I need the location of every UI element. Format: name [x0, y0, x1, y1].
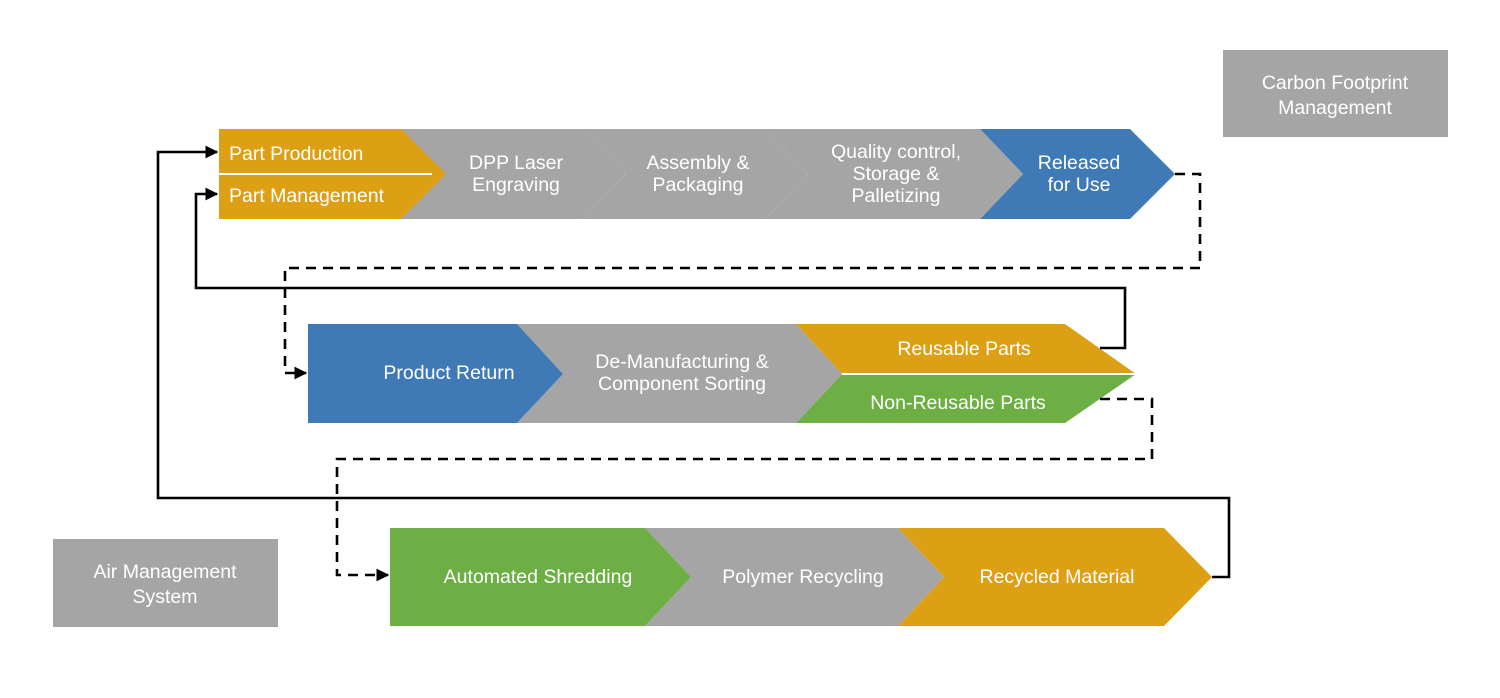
- demanufacturing-label-line1: De-Manufacturing &: [595, 351, 768, 373]
- released-to-return-connector: [283, 172, 1202, 380]
- non-reusable-to-shredding-connector: [335, 397, 1154, 582]
- reusable-parts-label: Reusable Parts: [897, 338, 1031, 360]
- row-return: Product Return De-Manufacturing & Compon…: [308, 324, 1136, 423]
- connectors: [156, 145, 1231, 582]
- polymer-recycling-label: Polymer Recycling: [722, 566, 883, 588]
- quality-control-chevron: [765, 129, 1023, 219]
- dpp-laser-chevron: [401, 129, 626, 219]
- part-production-label: Part Production: [229, 143, 363, 165]
- product-return-chevron: [308, 324, 563, 423]
- assembly-label-line1: Assembly &: [647, 152, 750, 174]
- quality-label-line2: Storage &: [853, 163, 940, 185]
- dpp-laser-label-line1: DPP Laser: [469, 152, 563, 174]
- carbon-footprint-label-line1: Carbon Footprint: [1262, 72, 1409, 94]
- polymer-recycling-chevron: [645, 528, 944, 626]
- released-label-line2: for Use: [1048, 174, 1111, 196]
- quality-label-line1: Quality control,: [831, 141, 961, 163]
- air-management-label-line1: Air Management: [93, 561, 237, 583]
- assembly-label-line2: Packaging: [652, 174, 743, 196]
- product-return-label: Product Return: [383, 362, 514, 384]
- automated-shredding-label: Automated Shredding: [444, 566, 633, 588]
- non-reusable-parts-label: Non-Reusable Parts: [870, 392, 1046, 414]
- recycled-to-part-production-connector: [156, 145, 1231, 579]
- released-for-use-chevron: [980, 129, 1175, 219]
- released-label-line1: Released: [1038, 152, 1120, 174]
- demanufacturing-label-line2: Component Sorting: [598, 373, 766, 395]
- air-management-box: Air Management System: [53, 539, 278, 627]
- part-management-label: Part Management: [229, 185, 385, 207]
- dpp-laser-label-line2: Engraving: [472, 174, 560, 196]
- automated-shredding-chevron: [390, 528, 691, 626]
- reusable-to-part-management-connector: [194, 187, 1127, 350]
- recycled-material-label: Recycled Material: [980, 566, 1135, 588]
- carbon-footprint-label-line2: Management: [1278, 97, 1392, 119]
- carbon-footprint-box: Carbon Footprint Management: [1223, 50, 1448, 137]
- assembly-packaging-chevron: [583, 129, 808, 219]
- reusable-parts-chevron: [796, 324, 1136, 374]
- row-production: Part Production Part Management DPP Lase…: [219, 129, 1175, 219]
- quality-label-line3: Palletizing: [852, 185, 941, 207]
- air-management-label-line2: System: [132, 586, 197, 608]
- demanufacturing-chevron: [517, 324, 842, 423]
- recycled-material-chevron: [898, 528, 1212, 626]
- row-recycling: Automated Shredding Polymer Recycling Re…: [390, 528, 1212, 626]
- non-reusable-parts-chevron: [796, 374, 1136, 423]
